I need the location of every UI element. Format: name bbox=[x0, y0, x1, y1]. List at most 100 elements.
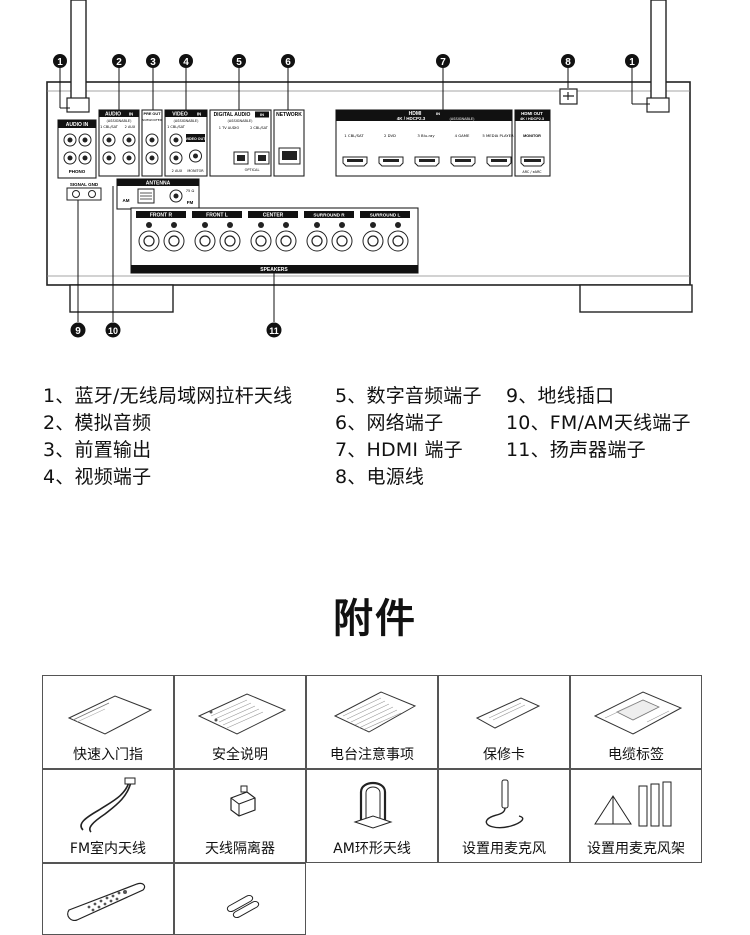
svg-text:7: 7 bbox=[440, 57, 446, 68]
hdmi-in-block: HDMI IN 4K / HDCP2.3 (ASSIGNABLE) 1 CBL/… bbox=[335, 109, 514, 177]
svg-text:NETWORK: NETWORK bbox=[276, 112, 302, 118]
remote-control-icon bbox=[67, 882, 146, 921]
legend-column-1: 1、蓝牙/无线局域网拉杆天线 2、模拟音频 3、前置输出 4、视频端子 bbox=[43, 383, 292, 491]
fm-indoor-antenna-icon bbox=[80, 777, 136, 833]
svg-text:SUBWOOFER: SUBWOOFER bbox=[142, 118, 161, 122]
marker-5: 5 bbox=[232, 54, 246, 68]
foot-left bbox=[69, 284, 174, 313]
pre-out-block: PRE OUT SUBWOOFER bbox=[141, 109, 163, 177]
svg-text:(ASSIGNABLE): (ASSIGNABLE) bbox=[228, 119, 254, 123]
marker-4: 4 bbox=[179, 54, 193, 68]
svg-text:VIDEO: VIDEO bbox=[172, 112, 188, 118]
svg-text:10: 10 bbox=[108, 326, 118, 336]
radio-notes-icon bbox=[333, 691, 417, 733]
signal-gnd-block: SIGNAL GND bbox=[66, 182, 102, 201]
cable-labels-icon bbox=[593, 691, 683, 735]
antenna-terminal-block: ANTENNA AM 75 Ω FM bbox=[116, 178, 200, 210]
svg-text:1 CBL/SAT: 1 CBL/SAT bbox=[167, 125, 186, 129]
svg-text:HDMI OUT: HDMI OUT bbox=[521, 111, 543, 116]
foot-right bbox=[579, 284, 693, 313]
legend-item-8: 8、电源线 bbox=[335, 466, 425, 488]
svg-text:FM: FM bbox=[187, 200, 194, 205]
accessory-am-loop-antenna: AM环形天线 bbox=[306, 769, 438, 863]
svg-text:(ASSIGNABLE): (ASSIGNABLE) bbox=[107, 119, 133, 123]
accessory-microphone-stand: 设置用麦克风架 bbox=[570, 769, 702, 863]
svg-text:SURROUND L: SURROUND L bbox=[370, 213, 401, 218]
svg-text:PRE OUT: PRE OUT bbox=[144, 112, 162, 116]
svg-text:(ASSIGNABLE): (ASSIGNABLE) bbox=[450, 117, 476, 121]
svg-text:4: 4 bbox=[183, 57, 189, 68]
setup-microphone-icon bbox=[485, 779, 524, 829]
accessory-warranty-card: 保修卡 bbox=[438, 675, 570, 769]
svg-text:1 CBL/SAT: 1 CBL/SAT bbox=[100, 125, 119, 129]
svg-text:11: 11 bbox=[269, 326, 279, 336]
accessories-grid: 快速入门指 安全说明 电台注意事项 保修卡 电缆标签 bbox=[42, 675, 705, 935]
accessory-label: 电台注意事项 bbox=[330, 747, 414, 763]
hdmi-out-block: HDMI OUT 4K / HDCP2.3 MONITOR ARC / eARC bbox=[514, 109, 551, 177]
svg-text:3: 3 bbox=[150, 57, 156, 68]
marker-10: 10 bbox=[105, 322, 121, 338]
marker-6: 6 bbox=[281, 54, 295, 68]
accessory-remote-control bbox=[42, 863, 174, 935]
svg-text:1: 1 bbox=[57, 57, 63, 68]
accessory-quick-start-guide: 快速入门指 bbox=[42, 675, 174, 769]
svg-text:SIGNAL GND: SIGNAL GND bbox=[70, 182, 99, 187]
svg-text:3 Blu-ray: 3 Blu-ray bbox=[417, 133, 435, 138]
svg-text:VIDEO OUT: VIDEO OUT bbox=[186, 137, 207, 141]
marker-8: 8 bbox=[561, 54, 575, 68]
accessory-label: 保修卡 bbox=[483, 747, 525, 763]
accessory-label: AM环形天线 bbox=[333, 841, 411, 857]
legend-column-2: 5、数字音频端子 6、网络端子 7、HDMI 端子 8、电源线 bbox=[335, 383, 482, 491]
svg-text:1 TV AUDIO: 1 TV AUDIO bbox=[219, 126, 240, 130]
svg-text:(ASSIGNABLE): (ASSIGNABLE) bbox=[174, 119, 200, 123]
svg-text:2 CBL/SAT: 2 CBL/SAT bbox=[250, 126, 269, 130]
marker-3: 3 bbox=[146, 54, 160, 68]
digital-audio-block: DIGITAL AUDIO IN (ASSIGNABLE) 1 TV AUDIO… bbox=[209, 109, 272, 177]
rear-panel-diagram: 1 2 3 4 5 6 7 8 1 9 10 11 AUDIO IN PHONO… bbox=[46, 0, 693, 338]
am-loop-antenna-icon bbox=[353, 781, 393, 829]
accessories-title: 附件 bbox=[333, 596, 417, 642]
accessory-label: 设置用麦克风 bbox=[462, 841, 546, 857]
accessory-label: 电缆标签 bbox=[608, 747, 664, 763]
legend-item-4: 4、视频端子 bbox=[43, 466, 152, 488]
svg-text:4K / HDCP2.3: 4K / HDCP2.3 bbox=[520, 117, 544, 121]
svg-text:MONITOR: MONITOR bbox=[187, 169, 204, 173]
svg-text:75 Ω: 75 Ω bbox=[186, 189, 195, 193]
legend-item-10: 10、FM/AM天线端子 bbox=[506, 412, 691, 434]
antenna-isolator-icon bbox=[230, 785, 256, 817]
legend-item-11: 11、扬声器端子 bbox=[506, 439, 646, 461]
accessory-label: 设置用麦克风架 bbox=[587, 841, 685, 857]
svg-text:AUDIO: AUDIO bbox=[105, 112, 121, 118]
svg-text:2 DVD: 2 DVD bbox=[384, 133, 396, 138]
svg-text:IN: IN bbox=[260, 112, 264, 117]
legend-item-6: 6、网络端子 bbox=[335, 412, 444, 434]
svg-text:PHONO: PHONO bbox=[69, 169, 86, 174]
svg-text:5: 5 bbox=[236, 57, 242, 68]
svg-text:ANTENNA: ANTENNA bbox=[146, 181, 171, 187]
svg-text:6: 6 bbox=[285, 57, 291, 68]
svg-text:FRONT L: FRONT L bbox=[206, 213, 228, 219]
marker-1b: 1 bbox=[625, 54, 639, 68]
svg-text:1 CBL/SAT: 1 CBL/SAT bbox=[344, 133, 364, 138]
svg-text:5 MEDIA PLAYER: 5 MEDIA PLAYER bbox=[482, 133, 514, 138]
accessory-safety-instructions: 安全说明 bbox=[174, 675, 306, 769]
accessory-label: 安全说明 bbox=[212, 747, 268, 763]
svg-text:DIGITAL AUDIO: DIGITAL AUDIO bbox=[214, 112, 251, 118]
accessory-label: 天线隔离器 bbox=[205, 841, 275, 857]
svg-text:ARC / eARC: ARC / eARC bbox=[522, 170, 542, 174]
svg-text:2 AUX: 2 AUX bbox=[125, 125, 136, 129]
accessory-fm-indoor-antenna: FM室内天线 bbox=[42, 769, 174, 863]
marker-11: 11 bbox=[266, 322, 282, 338]
speakers-block: SPEAKERS FRONT R FRONT L CENTER SURROUND… bbox=[130, 207, 419, 274]
quick-start-guide-icon bbox=[67, 695, 153, 735]
svg-text:AUDIO IN: AUDIO IN bbox=[66, 122, 89, 128]
power-cord-icon bbox=[559, 88, 578, 105]
video-block: VIDEO IN (ASSIGNABLE) 1 CBL/SAT 2 AUX VI… bbox=[164, 109, 208, 177]
svg-text:8: 8 bbox=[565, 57, 571, 68]
legend-item-2: 2、模拟音频 bbox=[43, 412, 152, 434]
accessory-label: 快速入门指 bbox=[73, 747, 143, 763]
svg-text:MONITOR: MONITOR bbox=[523, 134, 541, 138]
batteries-icon bbox=[226, 895, 260, 918]
legend-item-3: 3、前置输出 bbox=[43, 439, 152, 461]
accessory-label: FM室内天线 bbox=[69, 841, 147, 857]
